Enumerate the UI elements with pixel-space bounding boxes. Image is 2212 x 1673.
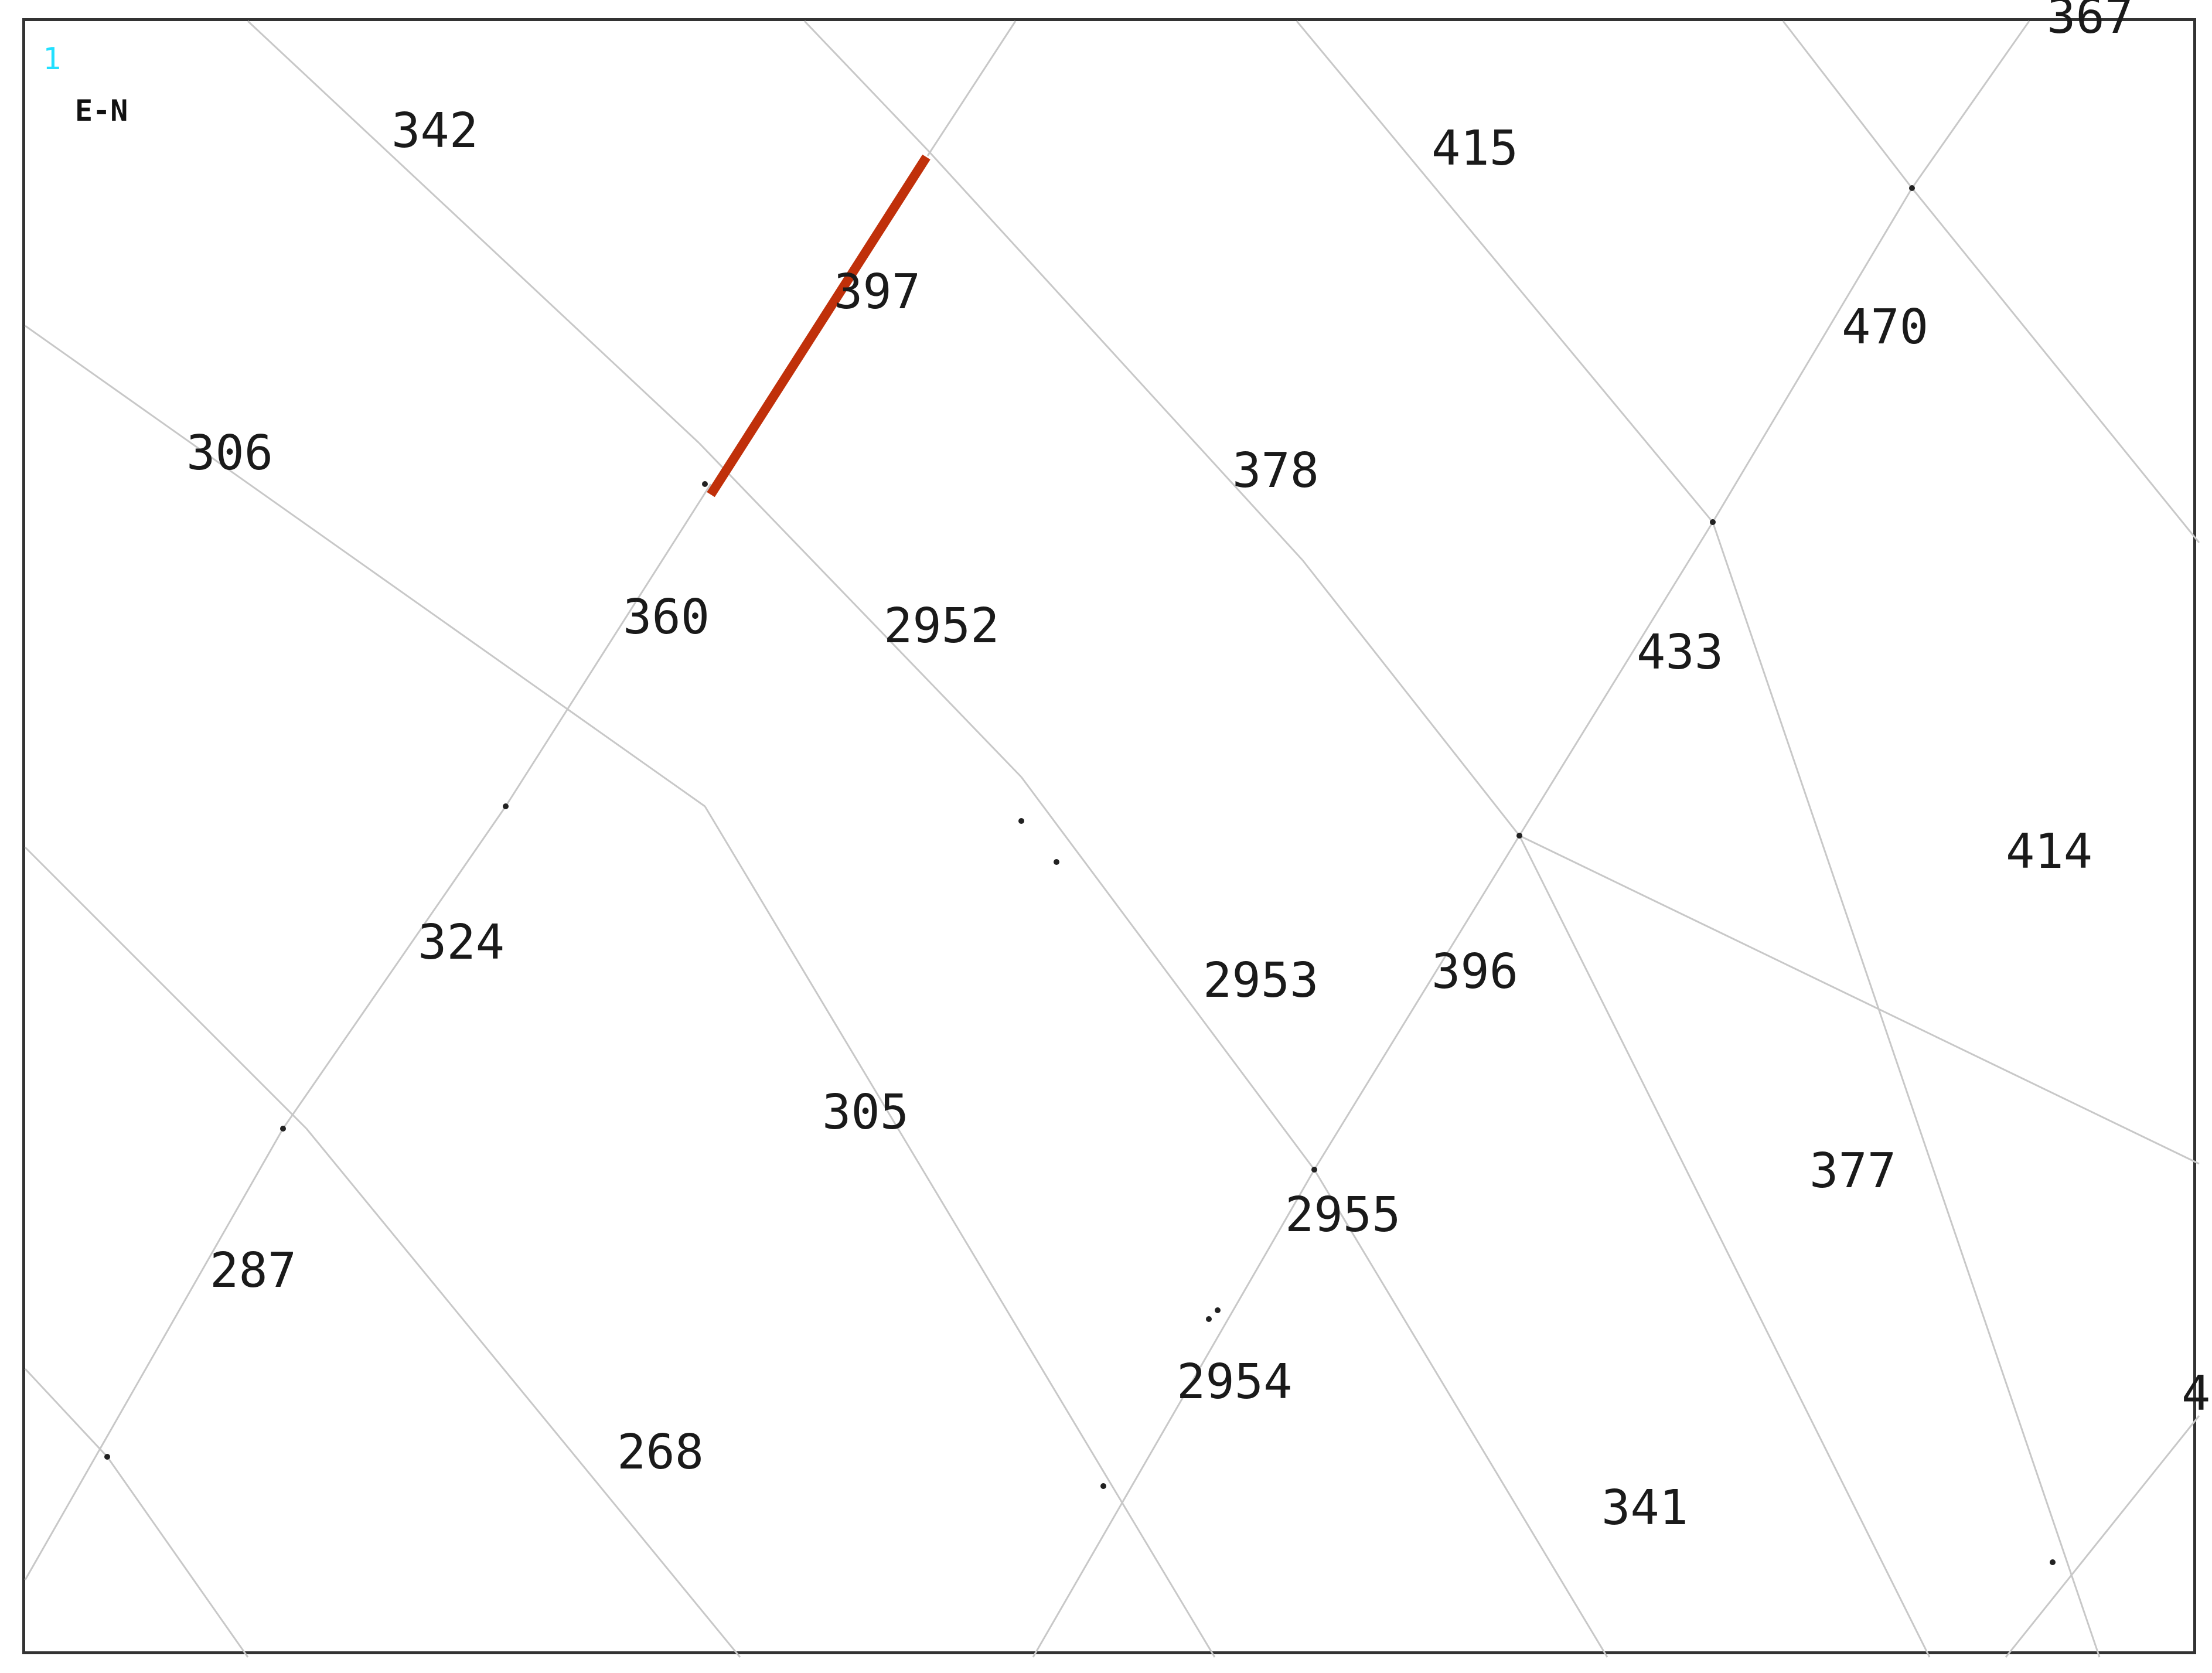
mesh-edge <box>926 149 1304 561</box>
mesh-edge <box>505 483 712 807</box>
mesh-edge <box>1911 188 2200 543</box>
element-label: 342 <box>391 103 478 159</box>
mesh-edge <box>1313 835 1521 1170</box>
node-dot <box>1206 1316 1212 1322</box>
node-dot <box>1710 519 1716 525</box>
element-label: 396 <box>1432 944 1518 1000</box>
mesh-edge <box>1020 776 1315 1170</box>
element-labels: 1 E-N 342 415 397 470 306 378 360 2952 4… <box>43 0 2210 1536</box>
element-label: 324 <box>418 915 505 970</box>
mesh-edge <box>926 21 1017 156</box>
element-label: 268 <box>617 1425 704 1480</box>
element-label: 2955 <box>1285 1187 1400 1243</box>
element-label: 397 <box>834 264 921 320</box>
coord-system-label: E-N <box>75 94 128 128</box>
mesh-edge <box>282 806 507 1129</box>
mesh-edge <box>1911 21 2030 189</box>
element-label: 2953 <box>1203 953 1318 1008</box>
fe-mesh-viewport[interactable]: 1 E-N 342 415 397 470 306 378 360 2952 4… <box>22 0 2210 1658</box>
mesh-edge <box>1518 835 1931 1658</box>
mesh-edge <box>704 806 1216 1658</box>
element-label: 306 <box>186 425 273 481</box>
node-dot <box>503 803 509 809</box>
mesh-edge <box>24 846 308 1130</box>
node-dot <box>1100 1483 1106 1489</box>
element-label: 414 <box>2006 824 2092 880</box>
node-dot <box>104 1454 110 1460</box>
element-label: 367 <box>2047 0 2133 45</box>
element-label: 360 <box>623 590 710 645</box>
mesh-edge <box>1032 1169 1315 1658</box>
mesh-edge <box>305 1128 741 1658</box>
mesh-edge <box>1519 834 2200 1165</box>
node-dot <box>1054 859 1059 865</box>
mesh-edge <box>803 20 929 151</box>
node-dot <box>1516 833 1522 839</box>
mesh-nodes <box>104 185 2056 1565</box>
element-label: 287 <box>210 1243 296 1299</box>
node-dot <box>702 481 708 487</box>
element-label: 341 <box>1601 1480 1688 1536</box>
element-label: 377 <box>1809 1143 1896 1199</box>
element-label: 470 <box>1842 299 1928 355</box>
node-dot <box>1018 818 1024 824</box>
element-label: 2954 <box>1177 1354 1292 1410</box>
element-label: 415 <box>1432 121 1518 176</box>
mesh-edge <box>1301 560 1521 836</box>
node-dot <box>2050 1559 2056 1565</box>
mesh-edge <box>106 1456 249 1658</box>
element-label: 2952 <box>884 598 999 654</box>
mesh-edge <box>1712 188 1913 523</box>
mesh-edge <box>24 1368 108 1458</box>
mesh-edge <box>24 1128 284 1580</box>
mesh-edge <box>1782 21 1913 189</box>
mesh-edge <box>1712 522 2101 1658</box>
mesh-edge <box>25 325 705 807</box>
element-label: 433 <box>1637 625 1723 680</box>
selected-element-edge[interactable] <box>707 154 931 498</box>
mesh-edge <box>1518 522 1714 836</box>
element-label: 378 <box>1232 443 1319 499</box>
mesh-edge <box>1313 1169 1608 1658</box>
node-dot <box>280 1126 286 1132</box>
mesh-plot: 1 E-N 342 415 397 470 306 378 360 2952 4… <box>24 0 2210 1658</box>
mesh-edge <box>247 20 700 444</box>
mesh-edge <box>1296 21 1714 523</box>
mesh-edge <box>698 442 1023 778</box>
node-dot <box>1215 1307 1221 1313</box>
mesh-lines <box>24 20 2200 1658</box>
element-label: 305 <box>822 1085 909 1140</box>
element-label: 4 <box>2182 1366 2210 1422</box>
node-dot <box>1311 1167 1317 1173</box>
mesh-edge <box>2005 1415 2200 1658</box>
window-number: 1 <box>43 42 61 77</box>
node-dot <box>1909 185 1915 191</box>
